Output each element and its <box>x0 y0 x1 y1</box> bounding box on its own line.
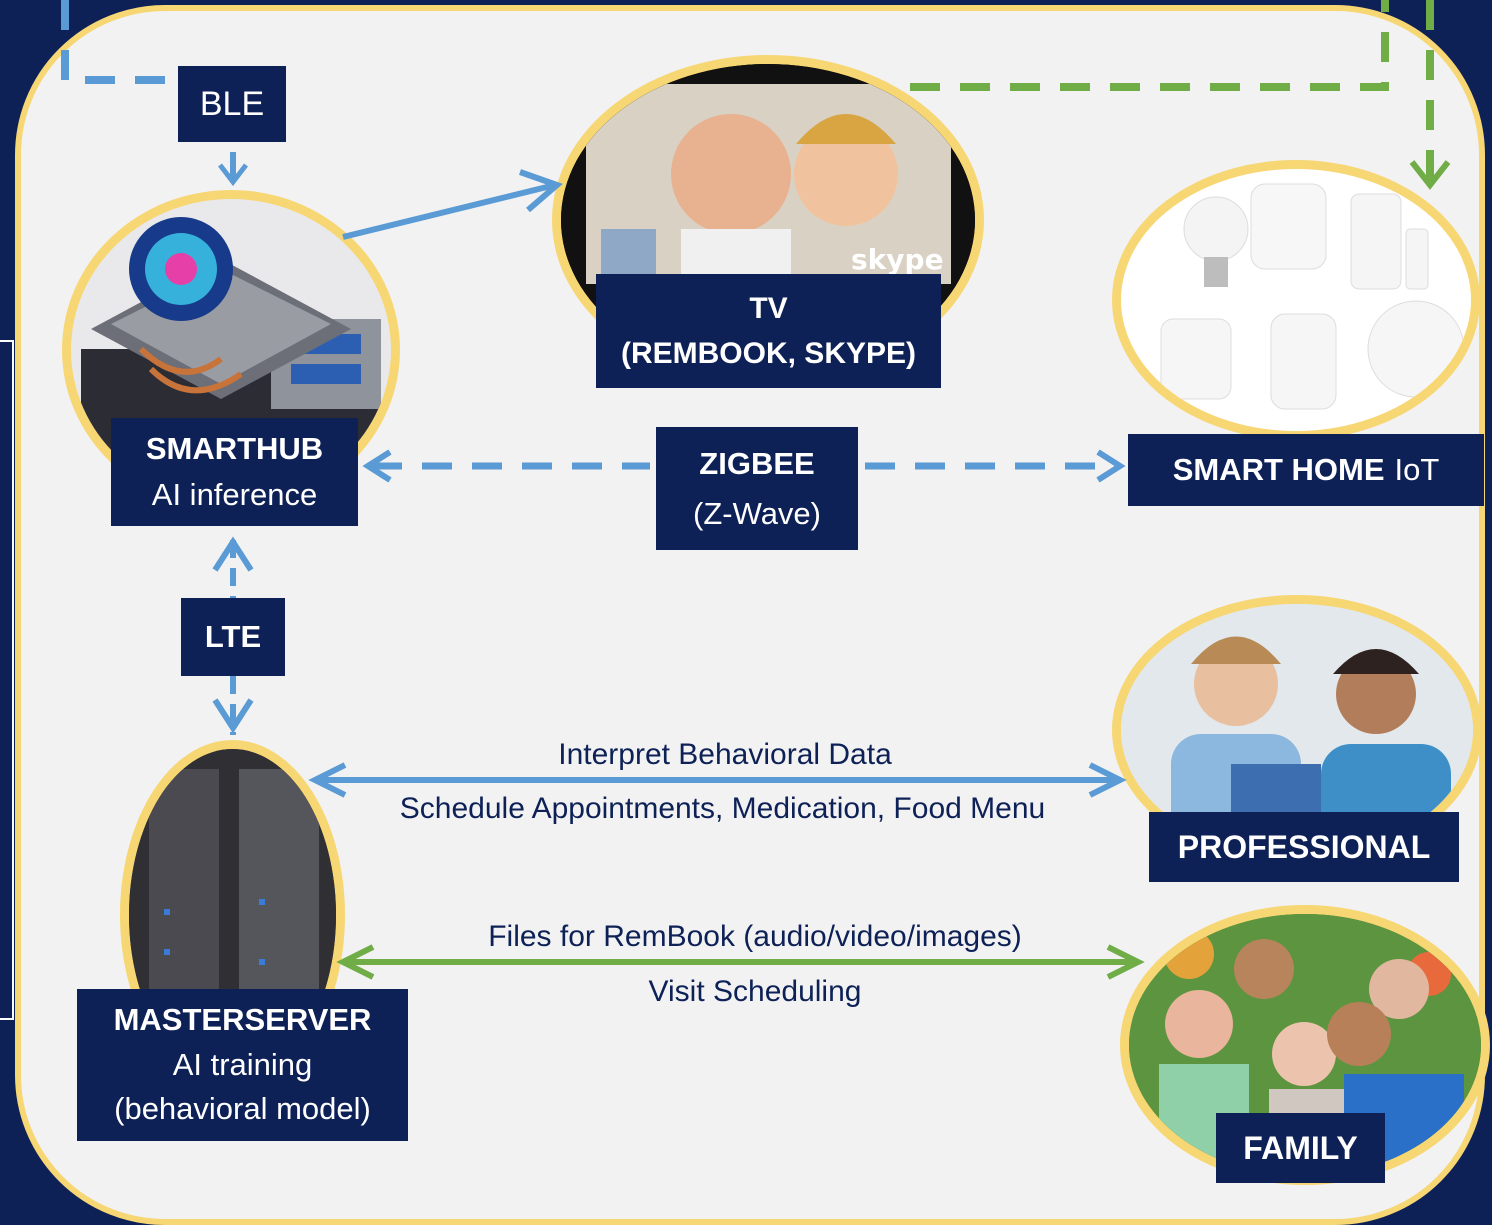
masterserver-title: MASTERSERVER <box>113 1001 372 1037</box>
ble-label: BLE <box>178 66 286 142</box>
ble-connector <box>61 0 248 187</box>
smarthome-title: SMART HOME <box>1172 452 1385 487</box>
professional-link-top: Interpret Behavioral Data <box>558 738 892 771</box>
lte-text: LTE <box>204 619 262 654</box>
zigbee-connector <box>362 449 1126 483</box>
professional-title: PROFESSIONAL <box>1177 828 1431 865</box>
family-label: FAMILY <box>1216 1113 1385 1183</box>
masterserver-professional-arrow <box>308 762 1127 798</box>
tv-smarthome-connector <box>910 0 1451 190</box>
family-link-top: Files for RemBook (audio/video/images) <box>488 920 1022 953</box>
masterserver-label: MASTERSERVER AI training (behavioral mod… <box>77 989 408 1141</box>
professional-label: PROFESSIONAL <box>1149 812 1459 882</box>
family-title: FAMILY <box>1243 1129 1358 1166</box>
professional-link-bottom: Schedule Appointments, Medication, Food … <box>399 792 1046 825</box>
smart-devices-photo <box>1160 183 1465 410</box>
smarthome-image <box>1112 160 1480 440</box>
tv-subtitle: (REMBOOK, SKYPE) <box>620 337 917 370</box>
smarthub-title: SMARTHUB <box>145 430 324 466</box>
smarthome-label: SMART HOME IoT <box>1128 434 1484 506</box>
tv-title: TV <box>749 292 788 325</box>
smarthub-label: SMARTHUB AI inference <box>111 418 358 526</box>
zigbee-label: ZIGBEE (Z-Wave) <box>656 427 858 550</box>
ble-text: BLE <box>199 84 265 123</box>
lte-connector <box>212 536 254 735</box>
smarthub-tv-arrow <box>342 169 563 240</box>
smarthub-subtitle: AI inference <box>151 477 318 512</box>
tv-label: TV (REMBOOK, SKYPE) <box>596 274 941 388</box>
masterserver-line2: AI training <box>172 1046 313 1082</box>
left-frame-line <box>0 340 14 1020</box>
masterserver-family-arrow <box>336 944 1145 980</box>
zigbee-subtitle: (Z-Wave) <box>693 495 821 531</box>
masterserver-line3: (behavioral model) <box>114 1091 371 1127</box>
skype-watermark: skype <box>851 243 944 276</box>
zigbee-title: ZIGBEE <box>699 445 815 481</box>
lte-label: LTE <box>181 598 285 676</box>
smarthome-suffix: IoT <box>1394 452 1440 487</box>
family-link-bottom: Visit Scheduling <box>648 975 862 1008</box>
